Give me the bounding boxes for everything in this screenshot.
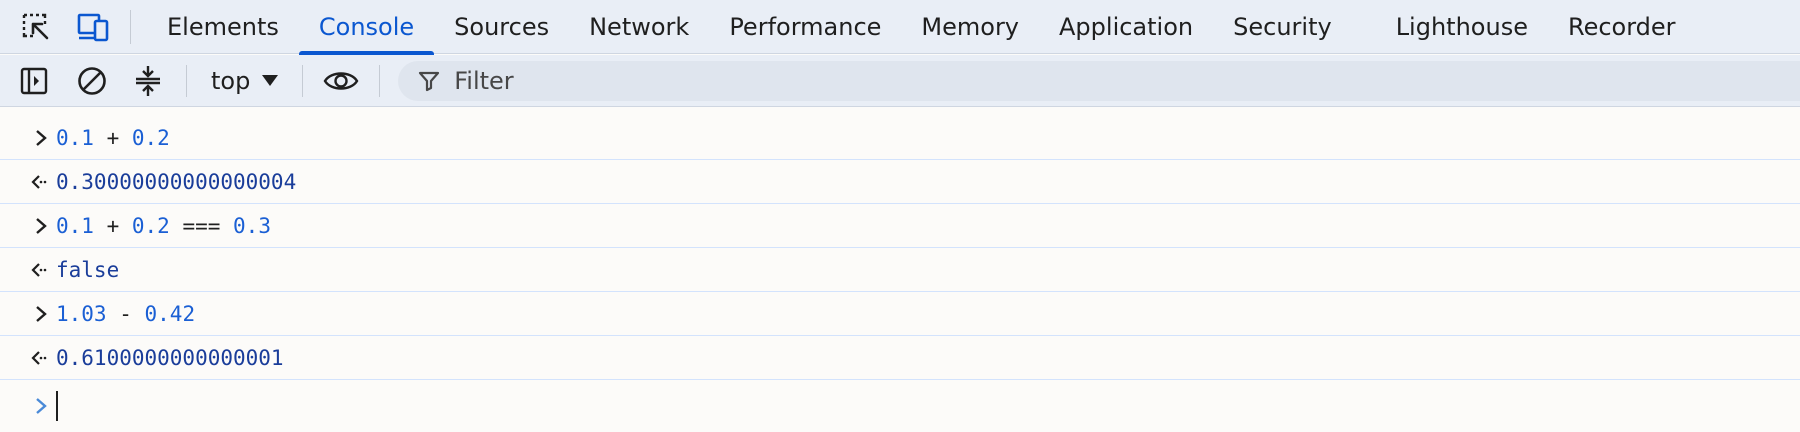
filter-funnel-icon (418, 70, 440, 92)
tab-application[interactable]: Application (1059, 13, 1194, 41)
console-input-row: 0.1 + 0.2 === 0.3 (0, 204, 1800, 248)
code-token: 0.2 (131, 213, 170, 238)
console-result-row: 0.30000000000000004 (0, 160, 1800, 204)
collapse-arrows-icon (136, 65, 160, 96)
tab-security[interactable]: Security (1233, 13, 1332, 41)
code-token: + (93, 125, 132, 150)
toolbar-divider (186, 64, 187, 97)
caret-down-icon (262, 75, 279, 86)
console-input-row: 1.03 - 0.42 (0, 292, 1800, 336)
live-expression-button[interactable] (313, 55, 369, 107)
code-token: 0.2 (131, 125, 170, 150)
tab-bar-divider (130, 9, 131, 44)
console-result-row: 0.6100000000000001 (0, 336, 1800, 380)
devtools-tab-bar: Elements Console Sources Network Perform… (0, 0, 1800, 55)
console-messages: 0.1 + 0.2 0.30000000000000004 0.1 + 0.2 … (0, 116, 1800, 432)
tab-sources[interactable]: Sources (454, 13, 550, 41)
inspect-element-icon (22, 13, 49, 40)
collapse-groups-button[interactable] (120, 55, 176, 107)
code-token: - (106, 301, 145, 326)
code-token: 0.1 (56, 125, 94, 150)
tab-recorder[interactable]: Recorder (1567, 13, 1676, 41)
clear-console-button[interactable] (64, 55, 120, 107)
result-arrow-icon (31, 174, 47, 189)
text-cursor (56, 391, 58, 421)
code-token: === (169, 213, 234, 238)
code-token: + (93, 213, 132, 238)
result-arrow-icon (31, 350, 47, 365)
panel-tabs: Elements Console Sources Network Perform… (147, 0, 1696, 55)
console-result-value[interactable]: 0.6100000000000001 (56, 345, 284, 370)
device-toolbar-button[interactable] (66, 0, 122, 54)
console-prompt[interactable] (0, 380, 1800, 432)
filter-input[interactable]: Filter (398, 60, 1800, 101)
clear-console-icon (78, 66, 106, 95)
prompt-chevron-icon (36, 398, 47, 414)
filter-placeholder: Filter (454, 66, 514, 95)
code-token: 0.3 (233, 213, 271, 238)
js-context-select[interactable]: top (197, 55, 292, 107)
chevron-right-icon (36, 217, 47, 234)
console-result-row: false (0, 248, 1800, 292)
tab-console[interactable]: Console (298, 0, 435, 55)
tab-lighthouse[interactable]: Lighthouse (1395, 13, 1528, 41)
result-arrow-icon (31, 262, 47, 277)
tab-memory[interactable]: Memory (921, 13, 1020, 41)
console-input-code: 0.1 + 0.2 (56, 126, 170, 150)
console-result-value[interactable]: 0.30000000000000004 (56, 169, 297, 194)
tab-network[interactable]: Network (589, 13, 690, 41)
console-result-value[interactable]: false (56, 257, 120, 282)
show-sidebar-button[interactable] (0, 55, 64, 107)
eye-icon (323, 71, 359, 90)
console-toolbar: top Filter (0, 55, 1800, 107)
device-toggle-icon (77, 13, 109, 42)
chevron-right-icon (36, 129, 47, 146)
code-token: 0.1 (56, 213, 94, 238)
code-token: 1.03 (56, 301, 107, 326)
tab-elements[interactable]: Elements (167, 13, 279, 41)
tab-performance[interactable]: Performance (729, 13, 882, 41)
js-context-label: top (210, 66, 251, 95)
toolbar-divider (379, 64, 381, 97)
sidebar-toggle-icon (20, 67, 48, 94)
code-token: 0.42 (144, 301, 196, 326)
chevron-right-icon (36, 305, 47, 322)
toolbar-divider (302, 64, 304, 97)
inspect-element-button[interactable] (0, 0, 66, 54)
console-input-row: 0.1 + 0.2 (0, 116, 1800, 160)
console-input-code: 0.1 + 0.2 === 0.3 (56, 214, 271, 238)
console-input-code: 1.03 - 0.42 (56, 302, 195, 326)
